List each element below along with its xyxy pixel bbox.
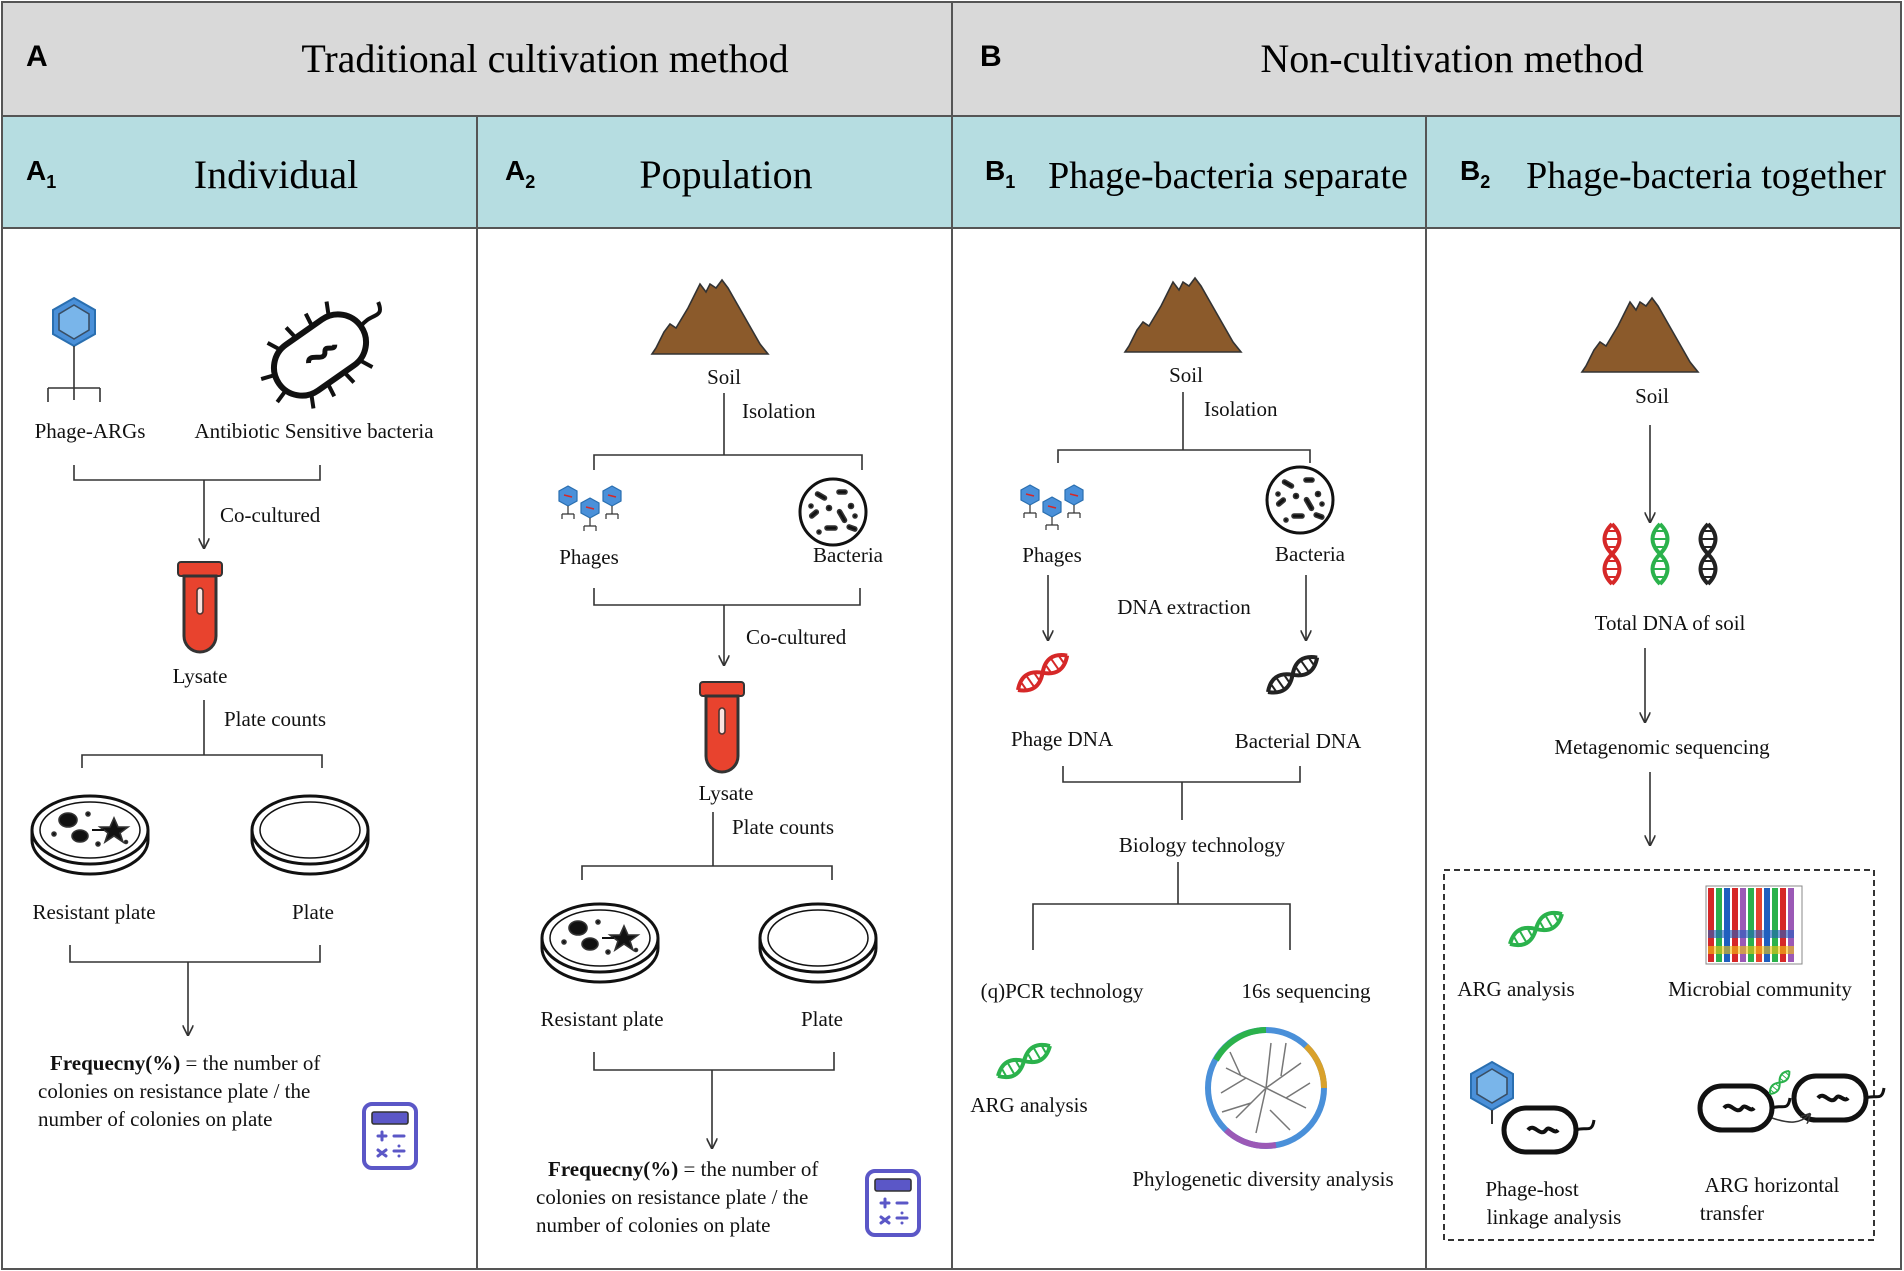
bracket-line bbox=[69, 945, 321, 963]
bracket-line bbox=[1062, 766, 1301, 820]
a2-phages-label: Phages bbox=[559, 545, 619, 569]
bacterium-icon bbox=[260, 301, 382, 409]
b1-dna-extraction-label: DNA extraction bbox=[1117, 595, 1251, 619]
split-line bbox=[593, 393, 863, 470]
transfer-arrow bbox=[1771, 1114, 1810, 1122]
a2-lysate-label: Lysate bbox=[699, 781, 754, 805]
b1-biology-technology-label: Biology technology bbox=[1119, 833, 1286, 857]
calculator-icon bbox=[865, 1169, 921, 1237]
header-a-letter: A bbox=[26, 40, 48, 73]
a2-resistant-plate-label: Resistant plate bbox=[540, 1007, 663, 1031]
b2-arg-transfer-label-2: transfer bbox=[1700, 1201, 1764, 1225]
header-a-title: Traditional cultivation method bbox=[301, 36, 788, 81]
header-b-background bbox=[951, 1, 1902, 117]
split-line bbox=[1057, 392, 1311, 463]
a2-soil-label: Soil bbox=[707, 365, 741, 389]
b2-soil-label: Soil bbox=[1635, 384, 1669, 408]
bacteria-culture-icon bbox=[798, 477, 868, 547]
analysis-box bbox=[1443, 869, 1875, 1241]
b2-phage-host-label-1: Phage-host bbox=[1485, 1177, 1578, 1201]
bracket-line bbox=[593, 1052, 835, 1071]
panel-a1 bbox=[1, 227, 478, 1270]
b2-arg-transfer-label-1: ARG horizontal bbox=[1705, 1173, 1840, 1197]
b1-qpcr-label: (q)PCR technology bbox=[981, 979, 1144, 1003]
a2-cocultured-label: Co-cultured bbox=[746, 625, 847, 649]
b1-content bbox=[992, 277, 1335, 1149]
b2-total-dna-label: Total DNA of soil bbox=[1595, 611, 1746, 635]
a1-phage-label: Phage-ARGs bbox=[35, 419, 146, 443]
a2-content bbox=[542, 279, 921, 1237]
a2-frequency-line1: Frequecny(%) = the number of bbox=[548, 1157, 818, 1181]
a2-plate-label: Plate bbox=[801, 1007, 843, 1031]
a1-lysate-label: Lysate bbox=[173, 664, 228, 688]
subheader-b1-letter: B1 bbox=[985, 155, 1015, 192]
lysate-tube-icon bbox=[698, 680, 746, 774]
subheader-b2-background bbox=[1425, 115, 1902, 229]
subheader-a2-title: Population bbox=[639, 152, 812, 197]
subheader-a1-letter: A1 bbox=[26, 155, 56, 192]
a1-frequency-line1: Frequecny(%) = the number of bbox=[50, 1051, 320, 1075]
b2-metagenomic-label: Metagenomic sequencing bbox=[1554, 735, 1770, 759]
subheader-b1-title: Phage-bacteria separate bbox=[1048, 155, 1408, 197]
phage-tail-icon bbox=[47, 346, 101, 402]
a2-isolation-label: Isolation bbox=[742, 399, 816, 423]
a1-resistant-plate-label: Resistant plate bbox=[32, 900, 155, 924]
bacteria-culture-icon bbox=[1265, 465, 1335, 535]
a2-frequency-line3: number of colonies on plate bbox=[536, 1213, 770, 1237]
subheader-b2-title: Phage-bacteria together bbox=[1526, 155, 1886, 197]
bracket-line bbox=[593, 588, 861, 606]
subheader-a1-background bbox=[1, 115, 478, 229]
a2-bacteria-label: Bacteria bbox=[813, 543, 884, 567]
subheader-b2-letter: B2 bbox=[1460, 155, 1490, 192]
b1-phylogenetic-label: Phylogenetic diversity analysis bbox=[1132, 1167, 1393, 1191]
header-a-background bbox=[1, 1, 953, 117]
subheader-a2-letter: A2 bbox=[505, 155, 535, 192]
lysate-tube-icon bbox=[176, 560, 224, 654]
b1-isolation-label: Isolation bbox=[1204, 397, 1278, 421]
phylogenetic-tree-icon bbox=[1205, 1027, 1327, 1149]
community-barchart-icon bbox=[1705, 885, 1803, 965]
split-line bbox=[581, 812, 833, 880]
b1-phages-label: Phages bbox=[1022, 543, 1082, 567]
b1-soil-label: Soil bbox=[1169, 363, 1203, 387]
b2-phage-host-label-2: linkage analysis bbox=[1487, 1205, 1622, 1229]
a2-frequency-line2: colonies on resistance plate / the bbox=[536, 1185, 808, 1209]
b1-bacteria-label: Bacteria bbox=[1275, 542, 1346, 566]
a1-cocultured-label: Co-cultured bbox=[220, 503, 321, 527]
subheader-b1-background bbox=[951, 115, 1427, 229]
subheader-a1-title: Individual bbox=[194, 152, 358, 197]
b1-16s-label: 16s sequencing bbox=[1242, 979, 1371, 1003]
a1-content bbox=[32, 297, 418, 1170]
a1-plate-counts-label: Plate counts bbox=[224, 707, 326, 731]
subheader-a2-background bbox=[476, 115, 953, 229]
calculator-icon bbox=[362, 1102, 418, 1170]
b2-content bbox=[1443, 297, 1884, 1241]
b2-microbial-community-label: Microbial community bbox=[1668, 977, 1852, 1001]
split-line bbox=[81, 700, 323, 768]
split-line bbox=[1032, 862, 1291, 950]
header-b-title: Non-cultivation method bbox=[1260, 36, 1643, 81]
bracket-line bbox=[73, 465, 321, 481]
header-b-letter: B bbox=[980, 40, 1002, 73]
b1-bacterial-dna-label: Bacterial DNA bbox=[1235, 729, 1362, 753]
b1-arg-analysis-label: ARG analysis bbox=[970, 1093, 1087, 1117]
b2-arg-analysis-label: ARG analysis bbox=[1457, 977, 1574, 1001]
a1-frequency-line3: number of colonies on plate bbox=[38, 1107, 272, 1131]
panel-b1 bbox=[951, 227, 1427, 1270]
a2-plate-counts-label: Plate counts bbox=[732, 815, 834, 839]
a1-plate-label: Plate bbox=[292, 900, 334, 924]
a1-frequency-line2: colonies on resistance plate / the bbox=[38, 1079, 310, 1103]
a1-bacteria-label: Antibiotic Sensitive bacteria bbox=[194, 419, 434, 443]
b1-phage-dna-label: Phage DNA bbox=[1011, 727, 1114, 751]
